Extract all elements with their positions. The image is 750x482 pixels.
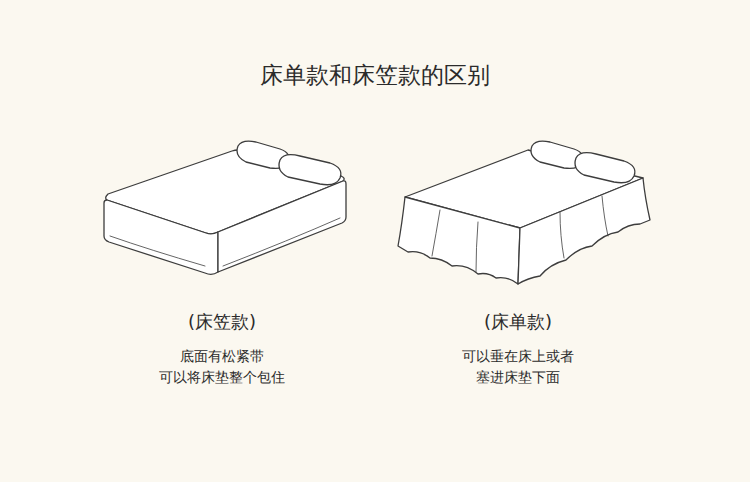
pillow [279,155,341,185]
sheet-front-drape [398,197,520,284]
bed-front-side [104,200,218,274]
flat-sheet-bed [398,141,650,284]
type-description: 可以垂在床上或者 塞进床垫下面 [443,346,593,388]
type-heading: (床笠款) [142,310,302,334]
bed-right-side [218,181,346,272]
elastic-edge [223,218,340,266]
fitted-sheet-bed [104,141,346,274]
diagram-title: 床单款和床笠款的区别 [175,60,575,90]
pillow [575,153,635,183]
type-description: 底面有松紧带 可以将床垫整个包住 [147,346,297,388]
sheet-folds [432,196,608,272]
type-heading: (床单款) [438,310,598,334]
elastic-edge [110,236,205,266]
sheet-right-drape [518,178,650,284]
